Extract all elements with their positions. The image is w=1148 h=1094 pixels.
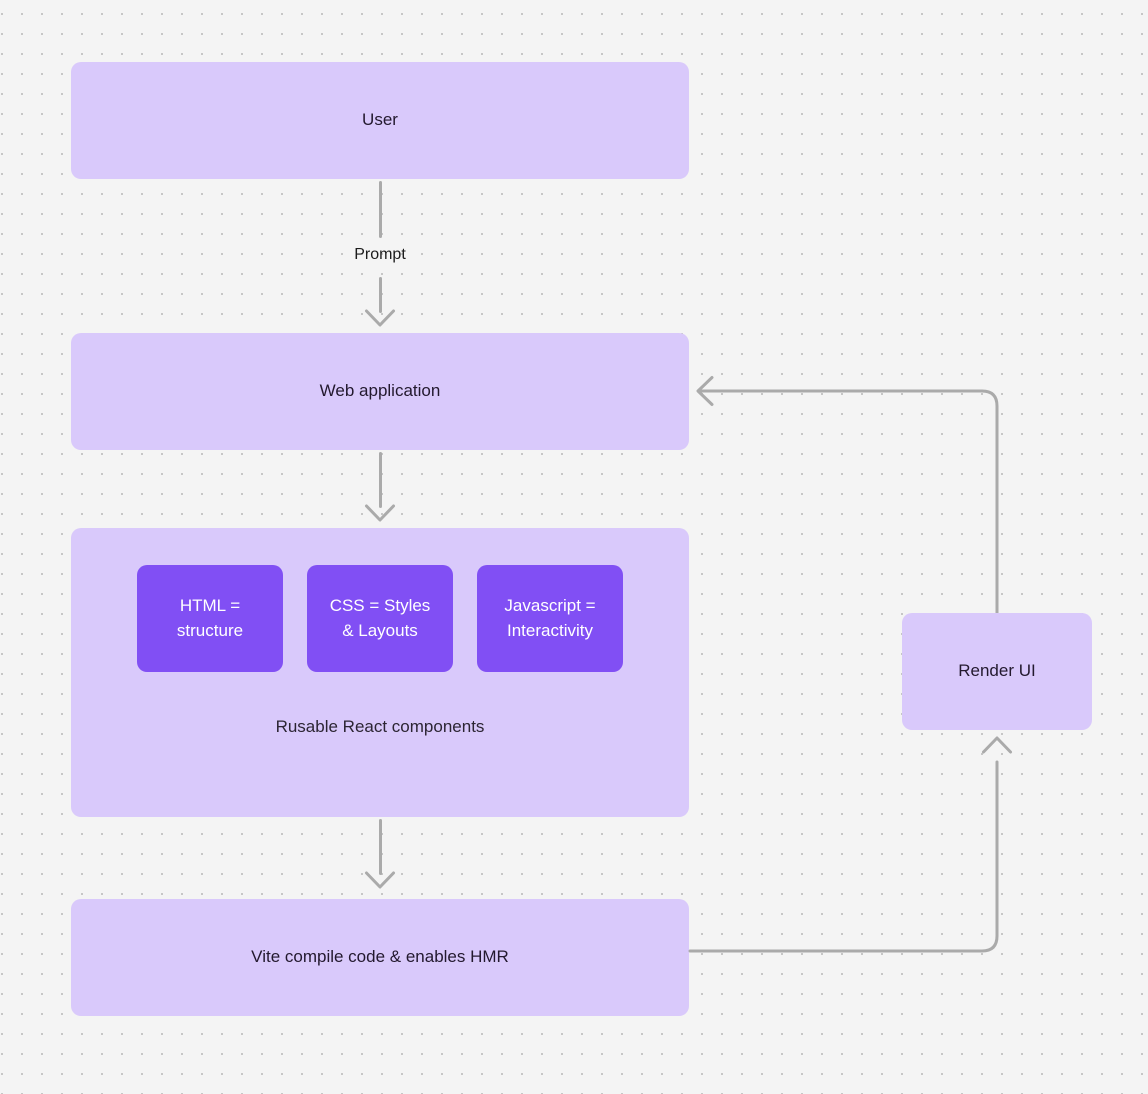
node-vite-label: Vite compile code & enables HMR [251,947,509,967]
edge-user-to-webapp-segment-bottom [378,277,382,313]
edge-user-to-webapp-segment-top [378,181,382,238]
chip-javascript-line1: Javascript = [504,596,596,616]
edge-webapp-to-components-line [378,452,382,508]
chip-html[interactable]: HTML = structure [137,565,283,672]
chip-html-line1: HTML = [179,596,241,616]
node-user[interactable]: User [71,62,689,179]
node-user-label: User [362,110,398,130]
chip-javascript[interactable]: Javascript = Interactivity [477,565,623,672]
arrowhead-left-to-web-application [696,376,714,406]
arrowhead-down-to-webapp [365,309,395,327]
arrowhead-up-to-render-ui [982,736,1012,754]
edge-label-prompt: Prompt [354,246,406,263]
node-vite[interactable]: Vite compile code & enables HMR [71,899,689,1016]
node-render-ui-label: Render UI [958,661,1036,681]
edge-components-to-vite-line [378,819,382,875]
chip-javascript-line2: Interactivity [507,620,593,640]
arrowhead-down-to-components [365,504,395,522]
edge-render-to-webapp-path [698,389,999,615]
node-web-application[interactable]: Web application [71,333,689,450]
chip-row: HTML = structure CSS = Styles & Layouts … [137,565,623,672]
chip-css-line1: CSS = Styles [329,596,431,616]
arrowhead-down-to-vite [365,871,395,889]
node-web-application-label: Web application [319,381,441,401]
node-react-components[interactable]: HTML = structure CSS = Styles & Layouts … [71,528,689,817]
edge-vite-to-render-path [688,760,999,953]
chip-css[interactable]: CSS = Styles & Layouts [307,565,453,672]
node-render-ui[interactable]: Render UI [902,613,1092,730]
chip-html-line2: structure [176,620,244,640]
chip-css-line2: & Layouts [342,620,418,640]
node-react-components-caption: Rusable React components [275,717,485,736]
